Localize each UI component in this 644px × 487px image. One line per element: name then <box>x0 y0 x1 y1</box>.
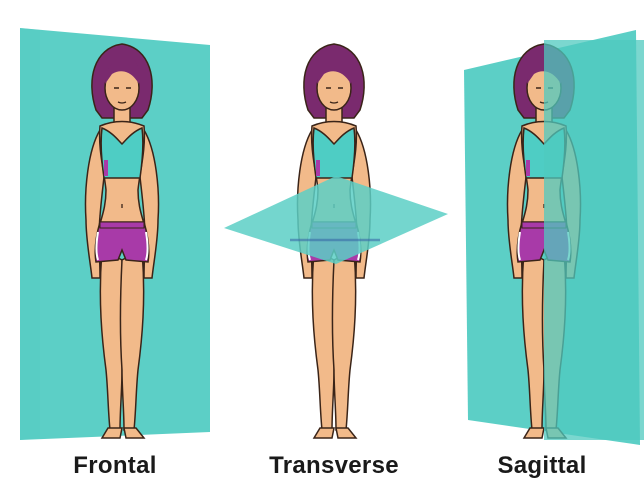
frontal-illustration <box>10 0 220 450</box>
sagittal-illustration <box>440 0 644 450</box>
sagittal-half-overlay <box>544 40 644 440</box>
sagittal-panel: Sagittal <box>440 0 644 487</box>
transverse-plane <box>224 176 448 264</box>
frontal-label: Frontal <box>15 452 215 480</box>
frontal-panel: Frontal <box>10 0 220 487</box>
transverse-label: Transverse <box>234 452 434 480</box>
transverse-panel: Transverse <box>220 0 450 487</box>
transverse-illustration <box>220 0 450 450</box>
sagittal-label: Sagittal <box>442 452 642 480</box>
